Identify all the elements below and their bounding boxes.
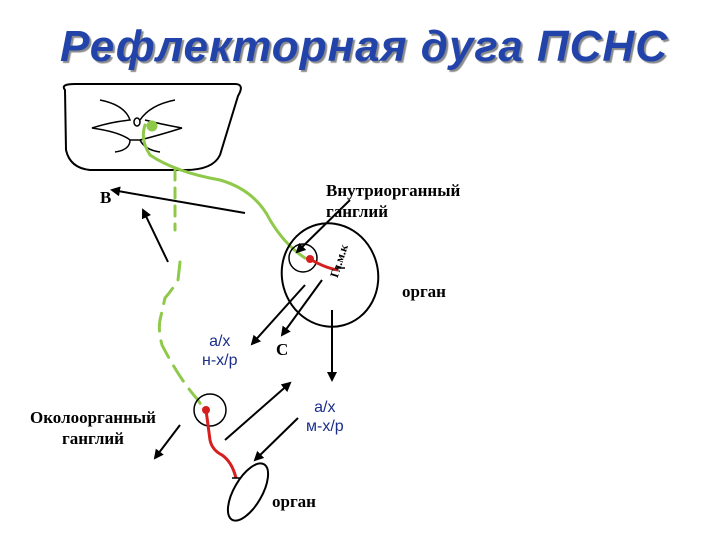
label-organ-bottom: орган	[272, 492, 316, 511]
label-ax-nx-line1: а/х	[209, 333, 231, 350]
label-ax-mx-line2: м-х/р	[306, 418, 344, 435]
label-organ-right: орган	[402, 282, 446, 301]
label-intramural-line2: ганглий	[326, 202, 388, 221]
label-ax-mx: а/х м-х/р	[306, 398, 344, 436]
label-ax-nx-line2: н-х/р	[202, 352, 238, 369]
label-intramural-line1: Внутриорганный	[326, 181, 461, 200]
label-c: С	[276, 340, 289, 359]
label-b: В	[100, 188, 112, 207]
intramural-ganglion	[280, 222, 380, 328]
paraorgan-ganglion	[193, 393, 240, 479]
label-paraorgan-ganglion: Околоорганный ганглий	[30, 407, 156, 449]
label-ax-mx-line1: а/х	[314, 399, 336, 416]
label-intramural-ganglion: Внутриорганный ганглий	[326, 180, 460, 222]
label-paraorgan-line1: Околоорганный	[30, 408, 156, 427]
arrows	[110, 186, 351, 462]
page-title: Рефлекторная дуга ПСНС	[60, 22, 668, 71]
bottom-organ	[226, 462, 270, 522]
label-paraorgan-line2: ганглий	[61, 429, 124, 448]
preganglionic-fibers	[141, 120, 307, 410]
label-ax-nx: а/х н-х/р	[202, 332, 238, 370]
